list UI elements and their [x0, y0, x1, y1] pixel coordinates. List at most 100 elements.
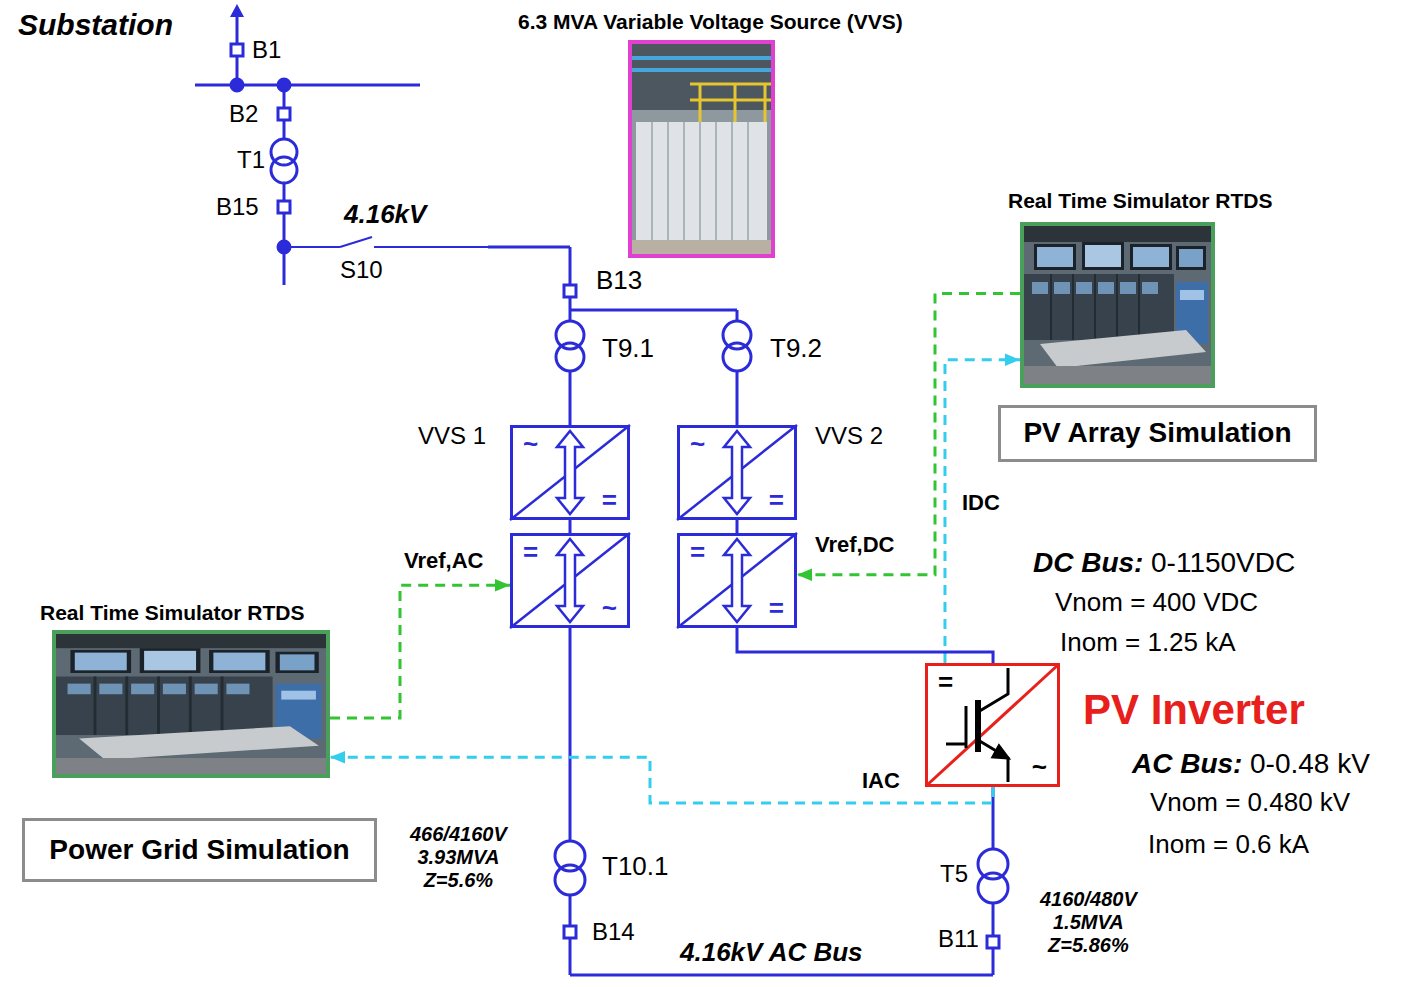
substation-wiring: [564, 285, 576, 297]
vvs-photo: [690, 84, 771, 122]
bus-title: DC Bus:: [1033, 547, 1143, 579]
transformer-label: T9.1: [602, 334, 654, 364]
bus-rating: Vnom = 400 VDC: [1055, 588, 1258, 618]
signal-label: IAC: [862, 768, 900, 793]
transformer-label: T9.2: [770, 334, 822, 364]
substation-wiring: [569, 310, 572, 321]
substation-wiring: [736, 310, 739, 321]
substation-wiring: [231, 44, 243, 56]
lower-wiring: [987, 936, 999, 948]
igbt-symbol: [978, 740, 1008, 782]
vvs-photo: [690, 99, 771, 102]
igbt-symbol: [926, 664, 1059, 786]
inverter-box: PV Inverter=~: [925, 663, 1060, 787]
converter-box: =~: [510, 533, 630, 628]
converter-symbol: ~: [602, 595, 617, 621]
substation-wiring: [230, 4, 244, 17]
breaker-label: B1: [252, 36, 281, 64]
breaker-label: B13: [596, 266, 642, 296]
substation-wiring: [195, 84, 420, 87]
measurement-signal: [330, 757, 993, 803]
vvs-photo: [651, 122, 653, 240]
transformer-label: T5: [940, 860, 968, 888]
inverter-title: PV Inverter: [1083, 686, 1305, 734]
substation-wiring: [284, 246, 340, 248]
bus-label: 4.16kV AC Bus: [680, 938, 863, 968]
converter-symbols: [677, 425, 797, 520]
vvs-photo: [632, 68, 771, 72]
reference-signal: [330, 585, 510, 718]
vvs-photo: [715, 122, 717, 240]
rtds-photo: [56, 634, 326, 774]
substation-wiring: [283, 120, 286, 138]
substation-wiring: [231, 79, 243, 91]
substation-wiring: [271, 157, 297, 183]
substation-wiring: [556, 321, 584, 349]
substation-wiring: [340, 237, 372, 247]
simulation-box: PV Array Simulation: [998, 405, 1317, 462]
converter-symbols: [557, 539, 583, 622]
substation-wiring: [723, 343, 751, 371]
converter-symbols: [510, 533, 630, 628]
converter-box: VVS 2~=: [677, 425, 797, 520]
vvs-photo: [699, 84, 702, 122]
converter-symbol: =: [690, 539, 705, 565]
converter-label: VVS 2: [815, 422, 883, 450]
substation-wiring: [283, 85, 286, 108]
lower-wiring: [992, 903, 995, 936]
photo-caption: 6.3 MVA Variable Voltage Source (VVS): [518, 10, 903, 34]
substation-wiring: [569, 247, 572, 285]
ac-symbol: ~: [523, 431, 538, 457]
substation-wiring: [570, 309, 737, 312]
voltage-label: 4.16kV: [344, 200, 426, 230]
transformer-label: T1: [237, 146, 265, 174]
box-title: PV Array Simulation: [1023, 417, 1291, 449]
converter-symbols: [677, 533, 797, 628]
photo-frame: Real Time Simulator RTDS: [1020, 222, 1215, 388]
converter-symbols: [510, 425, 630, 520]
vvs-photo: [734, 84, 737, 122]
substation-wiring: [569, 297, 572, 310]
transformer-rating: 4160/480V 1.5MVA Z=5.86%: [1040, 888, 1137, 957]
vvs-photo: [764, 84, 767, 122]
converter-symbols: [510, 425, 797, 628]
bus-rating: Inom = 0.6 kA: [1148, 830, 1309, 860]
vvs-photo: [652, 122, 748, 240]
transformer-rating: 466/4160V 3.93MVA Z=5.6%: [410, 823, 507, 892]
switch-label: S10: [340, 256, 383, 284]
vvs-photo: [632, 56, 771, 60]
lower-wiring: [569, 938, 572, 975]
simulation-box: Power Grid Simulation: [22, 818, 377, 882]
substation-wiring: [736, 371, 739, 425]
igbt-symbol: [993, 746, 1008, 758]
lower-wiring: [992, 948, 995, 975]
lower-wiring: [555, 865, 585, 895]
bus-rating: Inom = 1.25 kA: [1060, 628, 1236, 658]
vvs-photo: [632, 44, 771, 254]
converter-box: ==: [677, 533, 797, 628]
substation-wiring: [278, 108, 290, 120]
bus-rating: Vnom = 0.480 kV: [1150, 788, 1350, 818]
converter-symbols: [724, 539, 750, 622]
igbt-symbol: [975, 700, 981, 752]
vvs-photo: [699, 122, 701, 240]
bus-range: 0-1150VDC: [1151, 547, 1295, 579]
igbt-symbol: [946, 743, 966, 746]
lower-wiring: [569, 628, 572, 841]
bus-title: AC Bus:: [1132, 748, 1242, 780]
breaker-label: B11: [938, 925, 979, 953]
signal-label: Vref,DC: [815, 532, 894, 557]
lower-wiring: [564, 926, 576, 938]
converter-symbols: [724, 431, 750, 514]
substation-wiring: [569, 371, 572, 425]
ac-symbol: ~: [1032, 754, 1047, 780]
breaker-label: B2: [229, 100, 258, 128]
converter-symbol: =: [523, 539, 538, 565]
power-wire: [736, 520, 739, 533]
converter-symbol: =: [769, 595, 784, 621]
lower-wiring: [978, 849, 1008, 879]
vvs-photo: [667, 122, 669, 240]
converter-label: VVS 1: [418, 422, 486, 450]
dc-symbol: =: [938, 669, 953, 695]
substation-wiring: [283, 183, 286, 201]
